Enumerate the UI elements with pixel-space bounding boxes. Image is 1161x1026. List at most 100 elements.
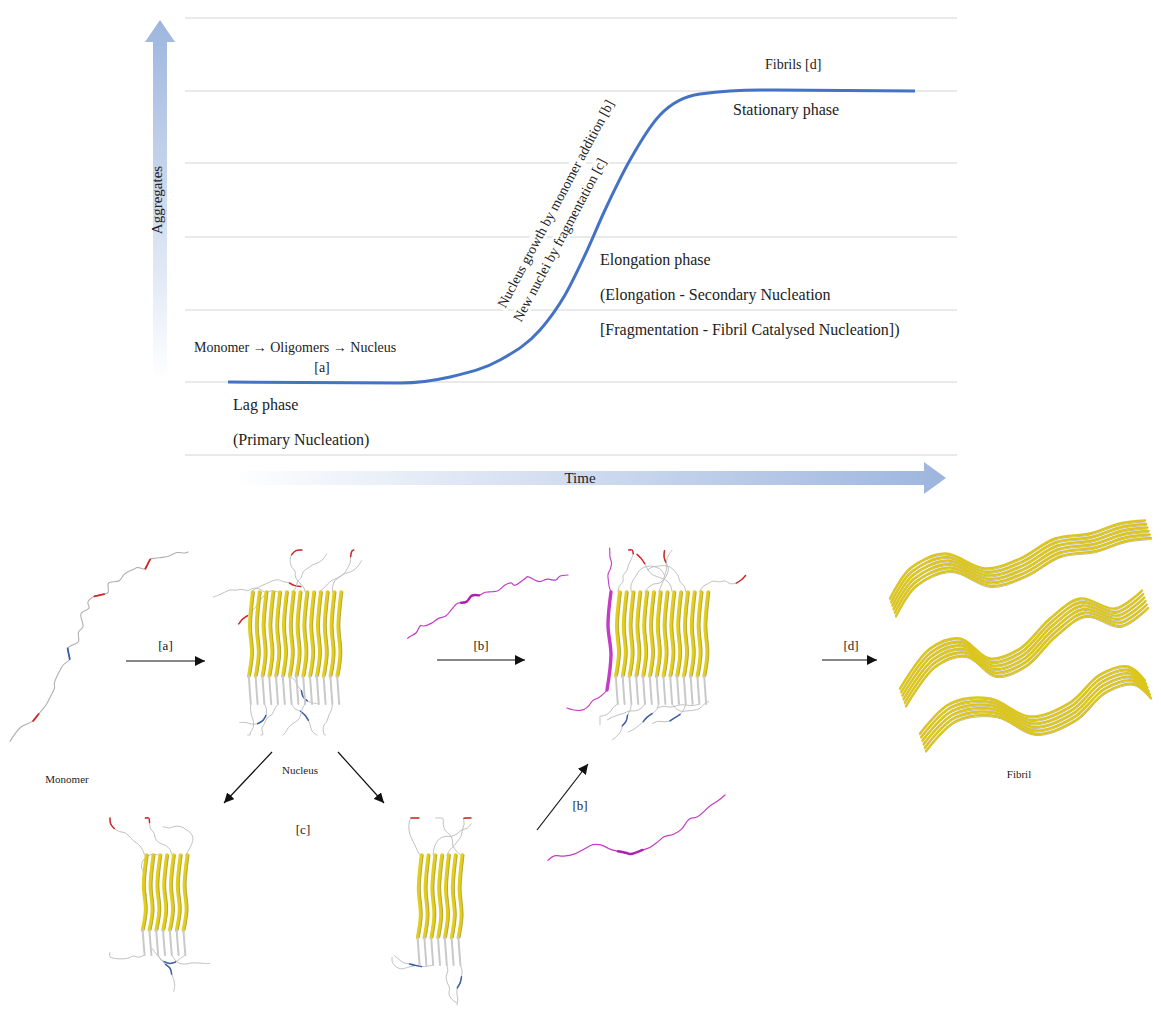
strand-loop <box>317 676 319 704</box>
annotation: Nucleus growth by monomer addition [b] <box>494 96 619 312</box>
phase-label: Stationary phase <box>733 101 839 119</box>
structure-caption: Fibril <box>1007 768 1031 785</box>
strand-edge <box>658 592 662 676</box>
grid-line <box>185 455 957 456</box>
protein-tail <box>283 704 305 735</box>
fibril-sheet <box>901 594 1143 692</box>
protein-tail <box>158 955 175 991</box>
strand-loop <box>697 676 699 704</box>
strand-loop <box>670 676 672 704</box>
strand-loop <box>663 676 665 704</box>
strand-edge <box>291 592 295 676</box>
strand-loop <box>269 676 271 704</box>
strand-edge <box>460 855 464 938</box>
protein-structures <box>10 521 1151 1006</box>
strand-loop <box>143 930 145 955</box>
strand-loop <box>438 938 440 966</box>
strand-loop <box>643 676 645 704</box>
strand-edge <box>699 592 703 676</box>
protein-tail <box>645 551 668 592</box>
strand-edge <box>426 855 430 938</box>
monomer-structure: Monomer <box>8 545 126 790</box>
strand-edge <box>319 592 323 676</box>
strand-loop <box>170 930 172 955</box>
residue-accent <box>164 962 176 964</box>
monomer-chain <box>10 552 188 741</box>
protein-tail <box>110 818 145 855</box>
strand-loop <box>657 676 659 704</box>
residue-accent <box>464 817 471 819</box>
strand-edge <box>271 592 275 676</box>
residue-accent <box>664 551 666 563</box>
step-arrows <box>224 660 877 830</box>
strand-loop <box>650 676 652 704</box>
strand-edge <box>692 592 696 676</box>
grid-line <box>185 237 957 238</box>
strand-loop <box>262 676 264 704</box>
strand-loop <box>303 676 305 704</box>
strand-edge <box>453 855 457 938</box>
fibril-sheet <box>902 598 1144 696</box>
fibril-sheet <box>925 680 1150 747</box>
protein-tail <box>436 818 461 855</box>
residue-accent <box>292 550 302 555</box>
protein-tail <box>110 952 145 958</box>
protein-tail <box>647 566 685 592</box>
step-arrow <box>224 752 272 803</box>
strand-loop <box>163 930 165 955</box>
protein-tail <box>290 550 305 592</box>
residue-accent <box>110 818 114 828</box>
strand-loop <box>177 930 179 955</box>
protein-tail <box>292 554 327 592</box>
step-arrow <box>126 660 205 661</box>
phase-label: Elongation phase <box>600 251 711 269</box>
protein-tail <box>446 965 457 1003</box>
added-strand <box>607 592 611 690</box>
strand-edge <box>631 592 635 676</box>
strand-edge <box>312 592 316 676</box>
protein-tail <box>637 554 672 592</box>
protein-tail <box>607 704 645 720</box>
step-label: [a] <box>156 639 174 653</box>
step-arrow <box>537 764 588 830</box>
added-monomer <box>608 548 612 592</box>
step-arrow <box>822 659 877 660</box>
strand-loop <box>183 930 185 955</box>
strand-edge <box>339 592 343 676</box>
strand-loop <box>337 676 339 704</box>
strand-loop <box>324 676 326 704</box>
strand-edge <box>447 855 451 938</box>
strand-edge <box>178 855 182 930</box>
strand-loop <box>256 676 258 704</box>
axis-label: Time <box>564 470 595 487</box>
strand-edge <box>706 592 710 676</box>
fibril-sheet <box>926 684 1151 751</box>
strand-loop <box>290 676 292 704</box>
fibril-sheet <box>905 605 1147 703</box>
step-arrow <box>338 752 384 803</box>
residue-accent <box>622 715 627 725</box>
strand-loop <box>691 676 693 704</box>
strand-loop <box>616 676 618 704</box>
strand-loop <box>623 676 625 704</box>
step-label: [b] <box>572 799 587 813</box>
protein-tail <box>672 701 708 711</box>
residue-accent <box>145 818 149 823</box>
strand-loop <box>452 938 454 966</box>
fibril-structure: Fibril <box>880 510 1158 785</box>
strand-loop <box>418 938 420 966</box>
protein-tail <box>240 704 267 724</box>
y-axis-arrow <box>145 20 175 380</box>
strand-edge <box>618 592 622 676</box>
fibril-edge <box>896 540 1151 618</box>
residue-accent <box>411 817 419 819</box>
annotation: Monomer → Oligomers → Nucleus <box>194 340 396 355</box>
step-label: [c] <box>296 823 310 837</box>
strand-edge <box>264 592 268 676</box>
step-label: [b] <box>473 639 488 653</box>
residue-accent <box>94 594 104 596</box>
protein-tail <box>290 677 318 704</box>
strand-loop <box>684 676 686 704</box>
residue-accent <box>68 648 70 659</box>
strand-loop <box>629 676 631 704</box>
